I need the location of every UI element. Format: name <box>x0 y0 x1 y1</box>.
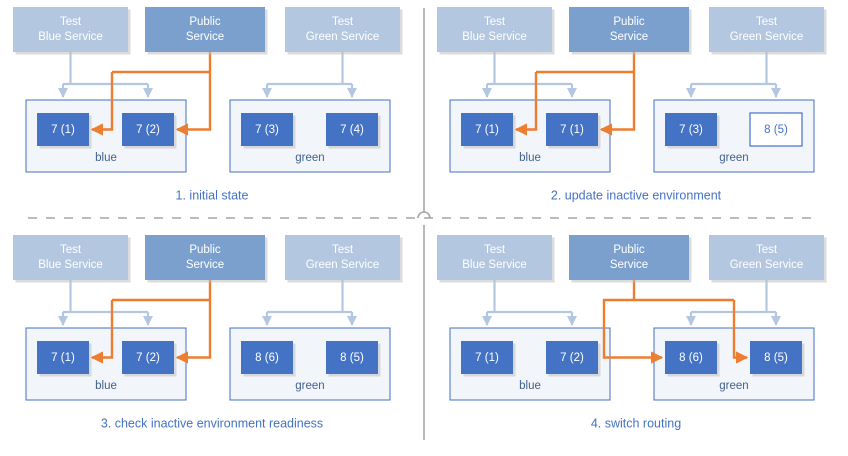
panel-1-blue-instance-1[interactable] <box>37 113 89 146</box>
panel-2-blue-instance-2-label: 7 (1) <box>560 124 584 136</box>
panel-3-public-service-label-line-2: Service <box>186 259 224 271</box>
panel-dividers <box>28 8 820 440</box>
panel-2-test-green-service[interactable] <box>709 7 824 52</box>
panel-3-caption: 3. check inactive environment readiness <box>101 416 323 430</box>
panel-4-blue-instance-1[interactable] <box>461 341 513 374</box>
panel-4-routing-to-inst-4 <box>732 300 749 364</box>
panel-2-test-blue-service-label-line-2: Blue Service <box>462 31 527 43</box>
panel-4-test-blue-service-label-line-2: Blue Service <box>462 259 527 271</box>
panel-2-caption: 2. update inactive environment <box>551 188 722 202</box>
panel-1-public-service-label-line-1: Public <box>189 16 221 28</box>
panel-1-blue-instance-1-label: 7 (1) <box>51 124 75 136</box>
panel-1-green-instance-2-label: 7 (4) <box>340 124 364 136</box>
panel-1-test-green-service-label-line-1: Test <box>332 16 354 28</box>
panel-1-test-green-service-label-line-2: Green Service <box>306 31 380 43</box>
panel-3-blue-instance-1-label: 7 (1) <box>51 352 75 364</box>
panel-1-blue-instance-2-label: 7 (2) <box>136 124 160 136</box>
panel-2-green-instance-1-label: 7 (3) <box>679 124 703 136</box>
panel-4-test-green-service[interactable] <box>709 235 824 280</box>
panel-3-routing-to-inst-1 <box>90 300 114 364</box>
panel-4-blue-instance-1-label: 7 (1) <box>475 352 499 364</box>
panel-2-routing-to-inst-1 <box>514 72 538 136</box>
panel-1-test-green-service[interactable] <box>285 7 400 52</box>
panel-3-blue-instance-2[interactable] <box>122 341 174 374</box>
panel-3-test-blue-service-label-line-2: Blue Service <box>38 259 103 271</box>
panel-2-test-blue-service-label-line-1: Test <box>484 16 506 28</box>
panel-4-routing-to-inst-3 <box>602 298 664 364</box>
panel-3-green-instance-2[interactable] <box>326 341 378 374</box>
divider-jump-arc <box>417 211 431 219</box>
panel-4-green-instance-1-label: 8 (6) <box>679 352 703 364</box>
panel-2-public-service-label-line-2: Service <box>610 31 648 43</box>
panel-4-green-instance-1[interactable] <box>665 341 717 374</box>
panel-1-routing-to-inst-2 <box>175 72 212 136</box>
panel-3-public-service-label-line-1: Public <box>189 244 221 256</box>
panel-3-blue-instance-2-label: 7 (2) <box>136 352 160 364</box>
panel-3-green-instance-1-label: 8 (6) <box>255 352 279 364</box>
panel-1-green-instance-1-label: 7 (3) <box>255 124 279 136</box>
panel-3-public-service[interactable] <box>145 235 265 280</box>
panel-2-blue-instance-2[interactable] <box>546 113 598 146</box>
panel-3-green-instance-1[interactable] <box>241 341 293 374</box>
panel-2-public-service[interactable] <box>569 7 689 52</box>
panel-2-test-blue-service[interactable] <box>437 7 552 52</box>
panel-2-green-environment-label: green <box>719 152 748 164</box>
panel-1-public-service[interactable] <box>145 7 265 52</box>
panel-2-green-instance-2-label: 8 (5) <box>764 124 788 136</box>
panel-3-test-green-service[interactable] <box>285 235 400 280</box>
panel-1-caption: 1. initial state <box>176 188 249 202</box>
panel-4-public-service[interactable] <box>569 235 689 280</box>
panel-3-test-green-service-label-line-2: Green Service <box>306 259 380 271</box>
panel-2-blue-instance-1-label: 7 (1) <box>475 124 499 136</box>
panel-2-blue-environment-label: blue <box>519 152 541 164</box>
panel-3-blue-environment-label: blue <box>95 380 117 392</box>
panel-1-green-instance-1[interactable] <box>241 113 293 146</box>
panel-2-green-instance-2[interactable] <box>749 112 803 147</box>
panel-2-public-service-label-line-1: Public <box>613 16 645 28</box>
panel-3-green-environment-label: green <box>295 380 324 392</box>
panel-1-test-blue-service-label-line-1: Test <box>60 16 82 28</box>
panel-3-test-blue-service-label-line-1: Test <box>60 244 82 256</box>
panel-3-test-green-service-label-line-1: Test <box>332 244 354 256</box>
panel-1-blue-environment-label: blue <box>95 152 117 164</box>
panel-4-public-service-label-line-1: Public <box>613 244 645 256</box>
panel-2-test-green-service-label-line-1: Test <box>756 16 778 28</box>
panel-3-green-instance-2-label: 8 (5) <box>340 352 364 364</box>
panel-4-green-instance-2-label: 8 (5) <box>764 352 788 364</box>
panel-1-public-service-label-line-2: Service <box>186 31 224 43</box>
panel-1-test-blue-service-label-line-2: Blue Service <box>38 31 103 43</box>
panel-4-green-instance-2[interactable] <box>750 341 802 374</box>
panel-4-blue-instance-2-label: 7 (2) <box>560 352 584 364</box>
panel-4-public-service-label-line-2: Service <box>610 259 648 271</box>
panel-2-blue-instance-1[interactable] <box>461 113 513 146</box>
panel-3-blue-instance-1[interactable] <box>37 341 89 374</box>
panel-4-caption: 4. switch routing <box>591 416 681 430</box>
panel-1-green-environment-label: green <box>295 152 324 164</box>
panel-4-test-blue-service-label-line-1: Test <box>484 244 506 256</box>
panel-2-test-green-service-label-line-2: Green Service <box>730 31 804 43</box>
panel-4-test-green-service-label-line-1: Test <box>756 244 778 256</box>
panel-3-test-blue-service[interactable] <box>13 235 128 280</box>
panel-4-blue-environment-label: blue <box>519 380 541 392</box>
panel-3-routing-to-inst-2 <box>175 300 212 364</box>
panel-1-test-blue-service[interactable] <box>13 7 128 52</box>
panel-2-routing-to-inst-2 <box>599 72 636 136</box>
panel-4-test-green-service-label-line-2: Green Service <box>730 259 804 271</box>
panel-1-green-instance-2[interactable] <box>326 113 378 146</box>
panel-4-blue-instance-2[interactable] <box>546 341 598 374</box>
panel-1-blue-instance-2[interactable] <box>122 113 174 146</box>
panel-4-green-environment-label: green <box>719 380 748 392</box>
panel-1-routing-to-inst-1 <box>90 72 114 136</box>
panel-2-green-instance-1[interactable] <box>665 113 717 146</box>
panel-4-test-blue-service[interactable] <box>437 235 552 280</box>
